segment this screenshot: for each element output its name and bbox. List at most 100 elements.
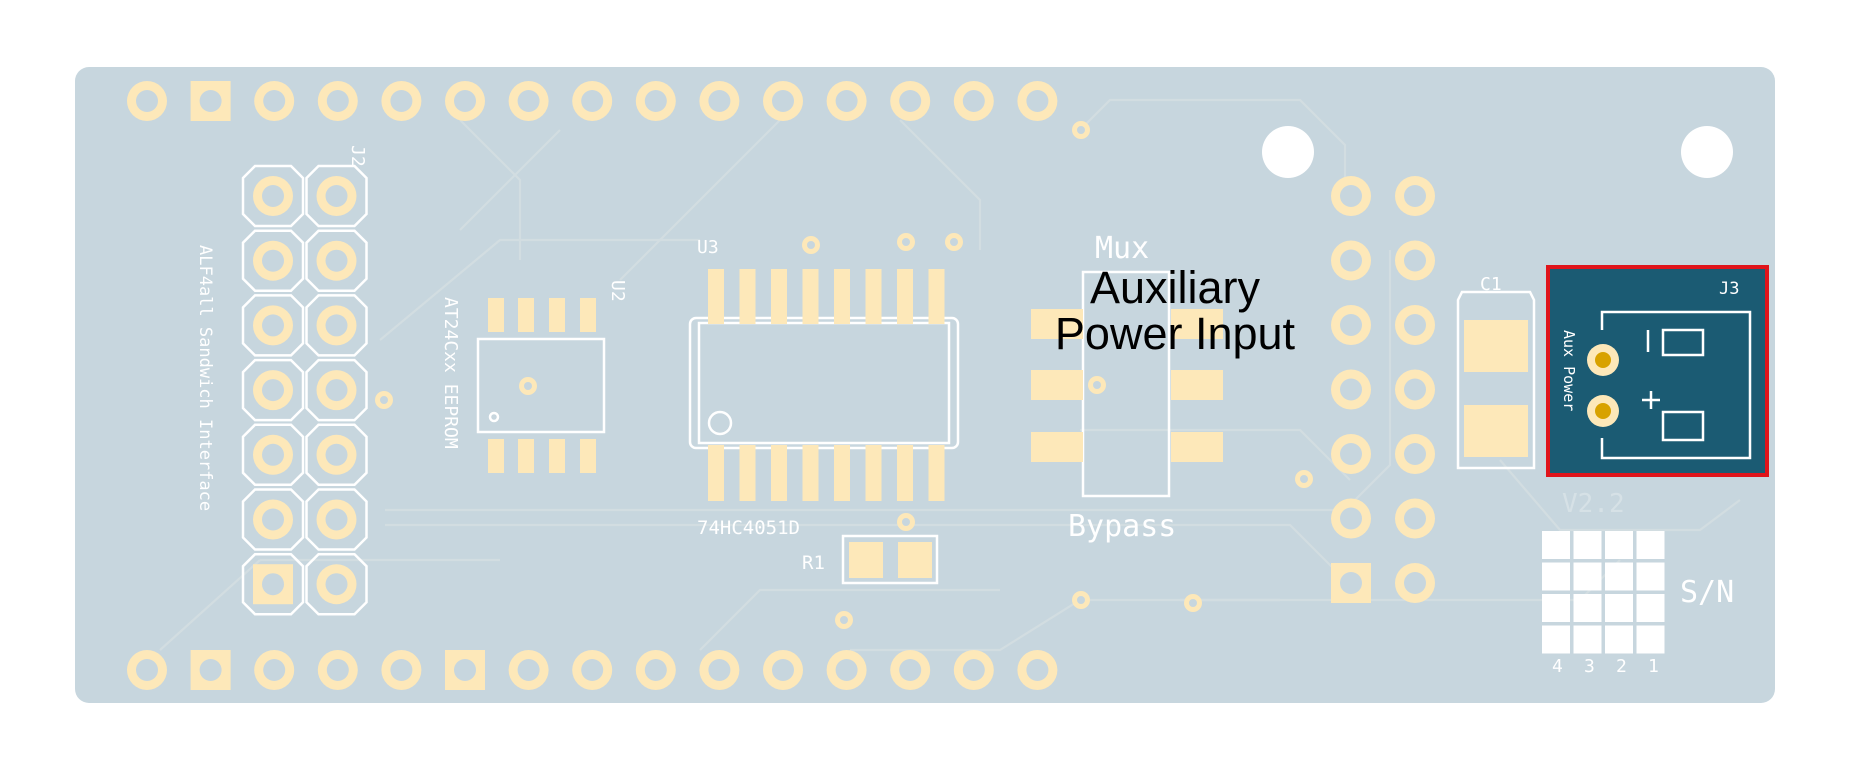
right-header-pin (1395, 305, 1435, 345)
u2-description: AT24Cxx EEPROM (440, 297, 461, 449)
header-pin (317, 650, 358, 690)
via (1184, 594, 1202, 612)
j2-pin (253, 564, 293, 605)
right-header-pin (1395, 240, 1435, 281)
header-pin (890, 81, 931, 121)
r1-resistor: R1 (802, 534, 939, 585)
via (1072, 591, 1090, 609)
callout-annotation: Auxiliary Power Input (1030, 265, 1320, 357)
header-pin (699, 81, 740, 121)
right-header-pin (1331, 369, 1371, 410)
header-pin (1017, 650, 1058, 690)
sn-digit-3: 3 (1584, 656, 1595, 677)
mounting-hole (1262, 126, 1314, 178)
header-pin (381, 81, 422, 121)
right-header-pin (1395, 563, 1435, 603)
header-pin (572, 650, 613, 690)
pcb-board (75, 67, 1775, 703)
j2-pin (253, 305, 293, 346)
j2-pin (253, 499, 293, 540)
version-label: V2.2 (1562, 489, 1625, 519)
via (375, 391, 393, 409)
u2-body (476, 337, 606, 434)
right-header-pin (1395, 176, 1435, 216)
u3-designator: U3 (697, 237, 719, 258)
right-header-pin (1331, 240, 1371, 281)
right-header-pin (1331, 563, 1371, 603)
vias (375, 121, 1313, 629)
mounting-hole (1681, 126, 1733, 178)
j2-pin (316, 305, 357, 346)
c1-designator: C1 (1480, 274, 1502, 295)
sn-digit-2: 2 (1616, 656, 1627, 677)
header-pin (317, 81, 358, 121)
sn-cell (1605, 531, 1633, 559)
u3-part-number: 74HC4051D (697, 517, 800, 539)
sn-cell (1573, 594, 1602, 622)
right-header-pin (1331, 176, 1371, 216)
u3-outline (688, 316, 960, 450)
u3-pin1-marker (707, 410, 733, 436)
header-pin (572, 81, 613, 121)
u3-body (697, 321, 951, 445)
j2-pin (253, 176, 293, 216)
j3-aux-power-connector: J3 Aux Power (1546, 265, 1769, 477)
mux-label: Mux (1095, 231, 1149, 266)
header-pin (190, 650, 231, 690)
sn-cell (1573, 531, 1602, 559)
c1-capacitor: C1 (1456, 274, 1536, 470)
right-header-pin (1395, 369, 1435, 410)
sn-cell (1636, 531, 1665, 559)
j2-pin (316, 176, 357, 216)
via (1072, 121, 1090, 139)
sn-cell (1636, 625, 1665, 654)
header-pin (953, 650, 994, 690)
sn-cell (1542, 562, 1570, 591)
header-pin (763, 650, 803, 690)
bypass-label: Bypass (1068, 509, 1176, 544)
header-pin (254, 81, 295, 121)
header-pin (635, 650, 676, 690)
j2-pin (253, 434, 293, 475)
j2-pin (316, 370, 357, 411)
sn-digit-1: 1 (1648, 656, 1659, 677)
header-pin (826, 81, 867, 121)
r1-designator: R1 (802, 552, 825, 574)
j2-connector: J2 ALF4all Sandwich Interface (195, 145, 368, 616)
right-pin-header (1331, 176, 1435, 603)
u2-pin1-marker (488, 411, 500, 423)
sn-cell (1542, 594, 1570, 622)
header-pin (445, 81, 485, 121)
right-header-pin (1395, 434, 1435, 474)
r1-outline (841, 534, 939, 585)
header-pin (254, 650, 295, 690)
header-pin (445, 650, 485, 690)
right-header-pin (1395, 498, 1435, 539)
u2-eeprom: U2 AT24Cxx EEPROM (440, 280, 628, 473)
serial-number-grid (1542, 531, 1665, 654)
header-pin (890, 650, 931, 690)
header-pin (127, 81, 167, 121)
u2-designator: U2 (607, 280, 628, 302)
sn-cell (1636, 594, 1665, 622)
header-pin (699, 650, 740, 690)
j3-highlight-box (1546, 265, 1769, 477)
header-pin (763, 81, 803, 121)
j2-description: ALF4all Sandwich Interface (195, 245, 215, 511)
header-pin (127, 650, 167, 690)
j2-pin (253, 240, 293, 281)
j2-pin (316, 240, 357, 281)
header-pin (953, 81, 994, 121)
sn-cell (1605, 625, 1633, 654)
u3-mux-ic: U3 74HC4051D (688, 237, 960, 539)
j2-designator: J2 (347, 145, 368, 167)
sn-label: S/N (1680, 575, 1734, 610)
right-header-pin (1331, 434, 1371, 474)
j2-pin (253, 370, 293, 411)
via (897, 513, 915, 531)
j3-designator: J3 (1719, 279, 1739, 299)
header-pin (508, 81, 549, 121)
sn-cell (1636, 562, 1665, 591)
via (897, 233, 915, 251)
